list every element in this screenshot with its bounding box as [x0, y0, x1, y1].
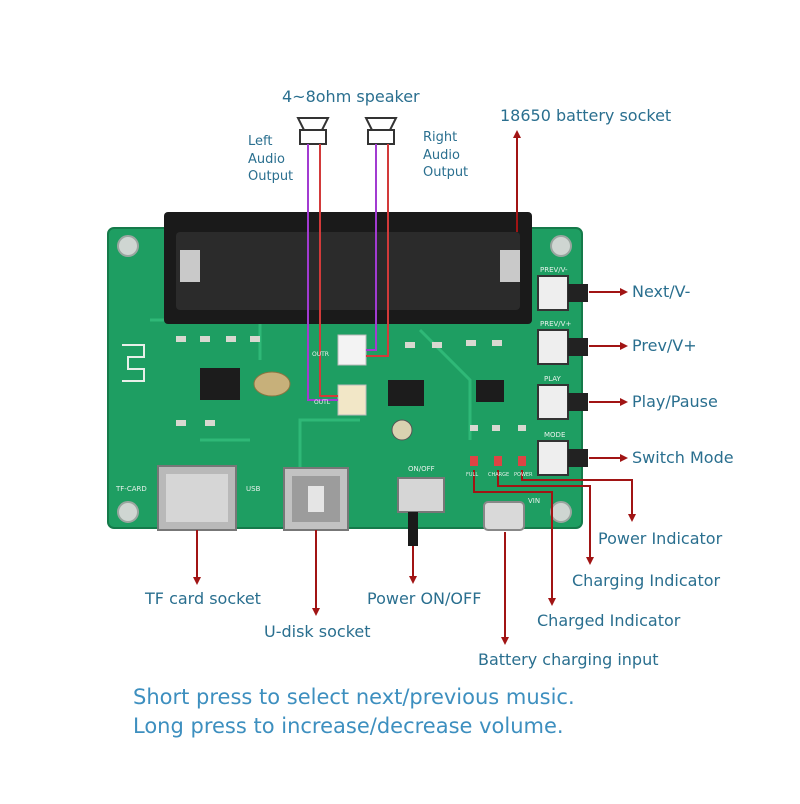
caption-line-2: Long press to increase/decrease volume.	[133, 714, 564, 738]
battery-holder	[164, 212, 532, 324]
silk-prev-v-minus: PREV/V-	[540, 266, 568, 274]
tactile-buttons	[537, 275, 588, 476]
callout-arrows	[193, 130, 636, 645]
charging-input-label: Battery charging input	[478, 650, 659, 669]
switch-mode-label: Switch Mode	[632, 448, 734, 467]
silk-charge: CHARGE	[488, 472, 509, 478]
silk-outr: OUTR	[312, 351, 329, 358]
speaker-title: 4~8ohm speaker	[282, 87, 420, 106]
speaker-wires	[307, 144, 389, 401]
power-indicator-label: Power Indicator	[598, 529, 723, 548]
tf-socket-label: TF card socket	[145, 589, 261, 608]
right-audio-output-label: Right Audio Output	[423, 130, 469, 181]
battery-socket-label: 18650 battery socket	[500, 106, 672, 125]
silk-tf-card: TF-CARD	[115, 485, 147, 493]
left-audio-output-label: Left Audio Output	[248, 134, 294, 185]
charging-indicator-label: Charging Indicator	[572, 571, 721, 590]
charged-indicator-label: Charged Indicator	[537, 611, 681, 630]
silk-prev-v-plus: PREV/V+	[540, 320, 571, 328]
silk-play: PLAY	[544, 375, 562, 383]
next-label: Next/V-	[632, 282, 691, 301]
power-switch-label: Power ON/OFF	[367, 589, 482, 608]
silk-outl: OUTL	[314, 399, 331, 406]
silk-mode: MODE	[544, 431, 565, 439]
play-pause-label: Play/Pause	[632, 392, 718, 411]
usage-caption: Short press to select next/previous musi…	[133, 683, 575, 741]
speaker-icons	[296, 117, 398, 145]
board-sockets	[157, 465, 525, 546]
caption-line-1: Short press to select next/previous musi…	[133, 685, 575, 709]
prev-label: Prev/V+	[632, 336, 697, 355]
silk-power: POWER	[514, 472, 533, 478]
silk-usb: USB	[246, 485, 261, 493]
silk-full: FULL	[466, 472, 478, 478]
udisk-socket-label: U-disk socket	[264, 622, 371, 641]
silk-on-off: ON/OFF	[408, 465, 435, 473]
silk-vin: VIN	[528, 497, 540, 505]
